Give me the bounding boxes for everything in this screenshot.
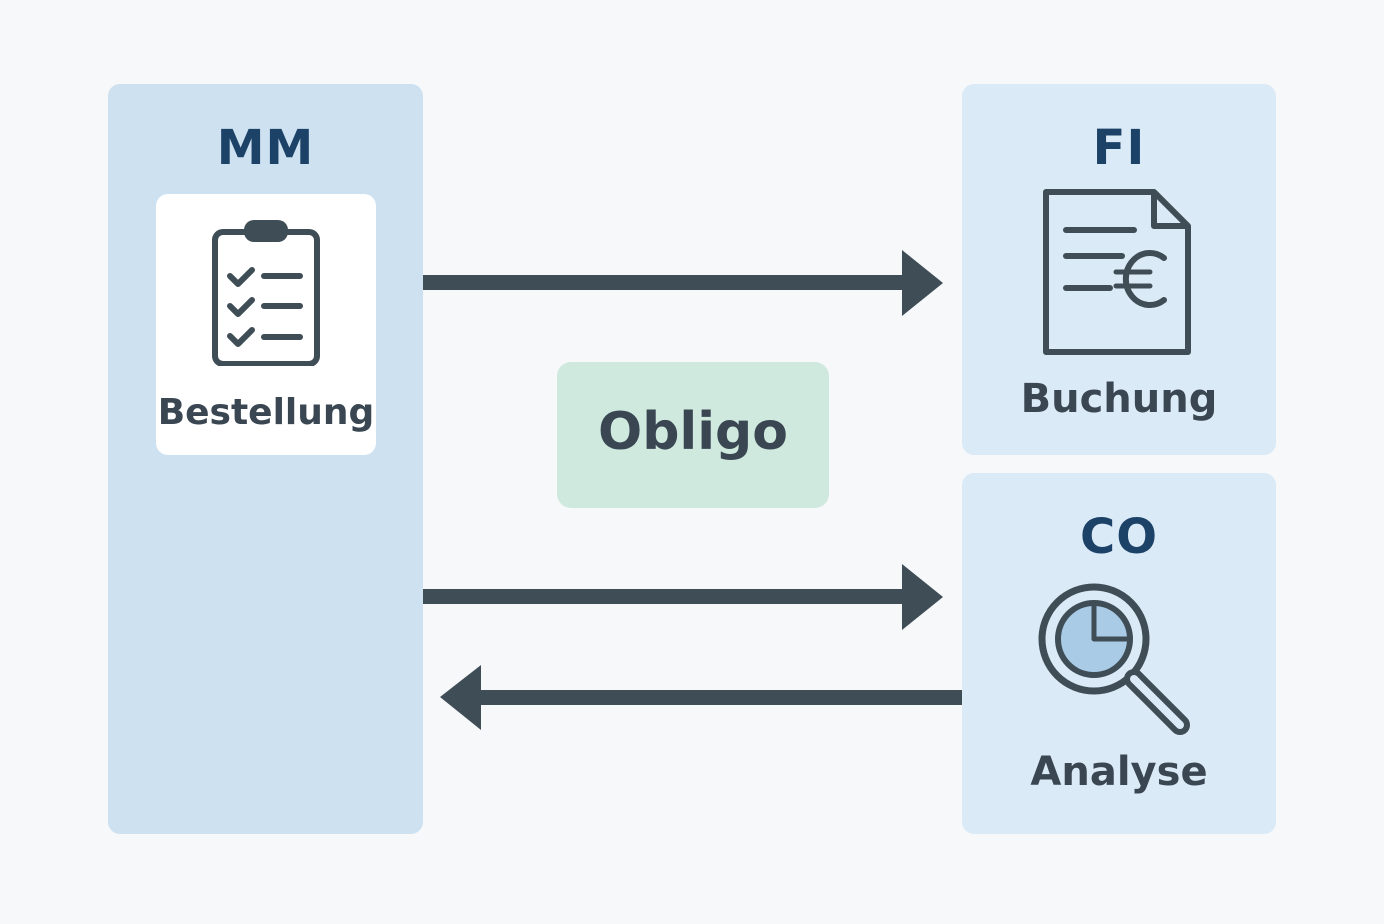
- analyse-label: Analyse: [1030, 749, 1208, 795]
- mm-module-title: MM: [216, 120, 315, 176]
- arrow-mm-to-fi: [423, 250, 943, 316]
- euro-document-icon: [1043, 189, 1191, 355]
- obligo-label: Obligo: [597, 402, 789, 462]
- arrow-mm-to-co: [423, 564, 943, 630]
- arrow-co-to-mm: [440, 665, 962, 730]
- co-module-title: CO: [1079, 509, 1159, 565]
- obligo-box: Obligo: [557, 362, 829, 508]
- bestellung-card: Bestellung: [156, 194, 376, 455]
- mm-module-panel: MM Bestellung: [108, 84, 423, 834]
- co-module-panel: CO Analyse: [962, 473, 1276, 834]
- buchung-label: Buchung: [1020, 376, 1218, 422]
- clipboard-checklist-icon: [212, 220, 320, 366]
- magnifier-pie-chart-icon: [1038, 583, 1190, 735]
- bestellung-label: Bestellung: [157, 392, 375, 433]
- fi-module-panel: FI Buchung: [962, 84, 1276, 455]
- fi-module-title: FI: [1092, 120, 1146, 176]
